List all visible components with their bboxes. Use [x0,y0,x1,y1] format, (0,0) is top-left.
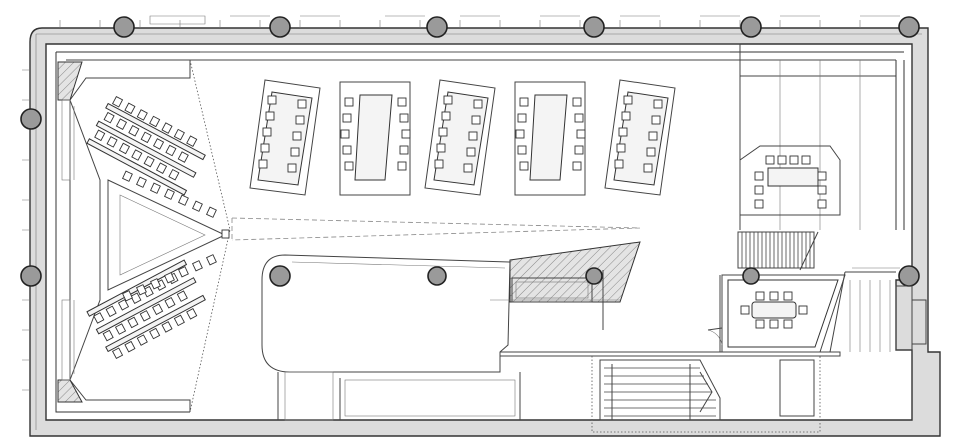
seating-triangle-edge [121,170,217,302]
column [269,16,291,38]
conference-table-1 [249,79,321,196]
column [20,265,42,287]
column [269,265,291,287]
column [898,265,920,287]
central-lounge [231,217,841,421]
auditorium [57,59,231,413]
triangular-platform [107,179,227,291]
window-mullions-top [59,15,900,28]
meeting-room-trapezoid [707,267,846,353]
window-mullions-left [22,69,30,391]
central-island [261,254,511,373]
column [583,16,605,38]
column [585,267,603,285]
conference-table-2 [339,81,411,196]
conference-table-3 [424,79,496,196]
stair-lower [591,356,821,433]
column [742,267,760,285]
column [113,16,135,38]
seating-block-bottom [86,259,206,360]
seating-block-top [86,95,206,196]
conference-table-4 [514,81,586,196]
building-shell [22,15,941,437]
meeting-room-octagon [739,145,841,216]
stair-upper [737,231,819,271]
column [740,16,762,38]
auditorium-side-panel [57,61,83,101]
column [426,16,448,38]
column [427,266,447,286]
conference-zone [190,43,741,196]
perimeter-columns [20,16,920,287]
right-wing [707,59,927,353]
column [898,16,920,38]
service-counter [490,241,641,330]
column [20,108,42,130]
conference-table-5 [604,79,676,196]
